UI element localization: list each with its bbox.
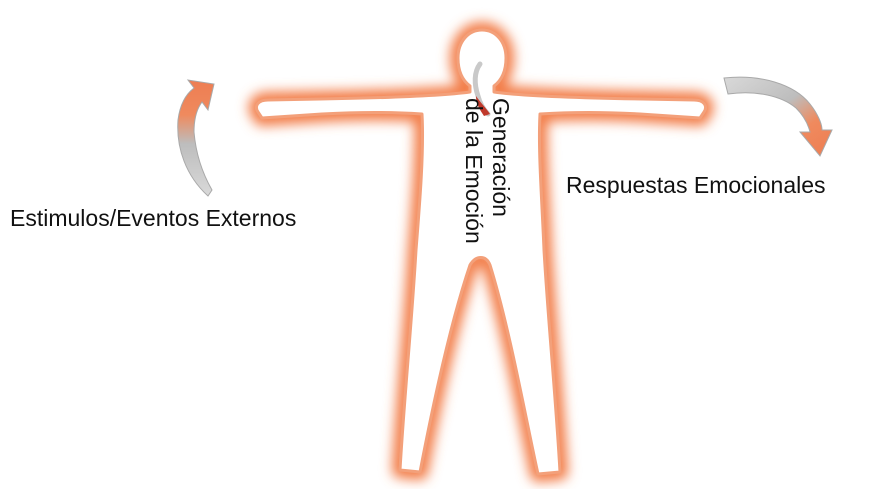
emotion-generation-line2: de la Emoción <box>460 98 487 244</box>
emotion-generation-line1: Generación <box>487 98 514 244</box>
curved-arrow-up-icon <box>178 80 214 196</box>
emotional-responses-label: Respuestas Emocionales <box>566 174 826 197</box>
emotion-generation-label: Generación de la Emoción <box>452 98 512 278</box>
curved-arrow-down-icon <box>724 77 832 156</box>
external-stimuli-label: Estimulos/Eventos Externos <box>10 207 296 230</box>
